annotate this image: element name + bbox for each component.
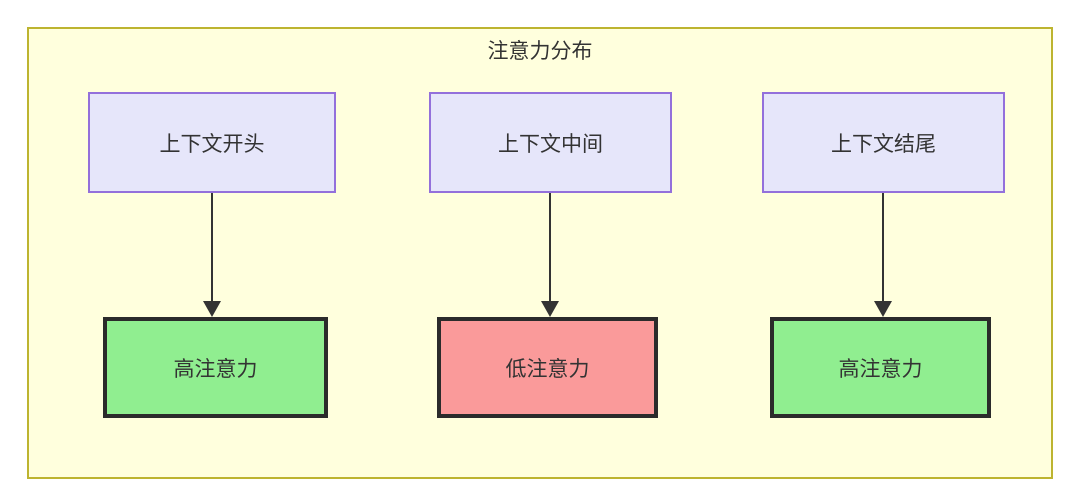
diagram-title: 注意力分布 — [487, 40, 593, 63]
node-attention-high-end[interactable]: 高注意力 — [770, 317, 991, 418]
node-context-start[interactable]: 上下文开头 — [88, 92, 336, 193]
node-attention-high-start[interactable]: 高注意力 — [103, 317, 328, 418]
node-context-end[interactable]: 上下文结尾 — [762, 92, 1005, 193]
node-label: 高注意力 — [838, 357, 923, 381]
node-label: 低注意力 — [505, 357, 590, 381]
node-label: 上下文开头 — [159, 132, 265, 156]
node-label: 上下文结尾 — [831, 132, 936, 156]
node-attention-low-middle[interactable]: 低注意力 — [437, 317, 658, 418]
node-context-middle[interactable]: 上下文中间 — [429, 92, 672, 193]
node-label: 上下文中间 — [498, 132, 603, 156]
node-label: 高注意力 — [173, 357, 258, 381]
